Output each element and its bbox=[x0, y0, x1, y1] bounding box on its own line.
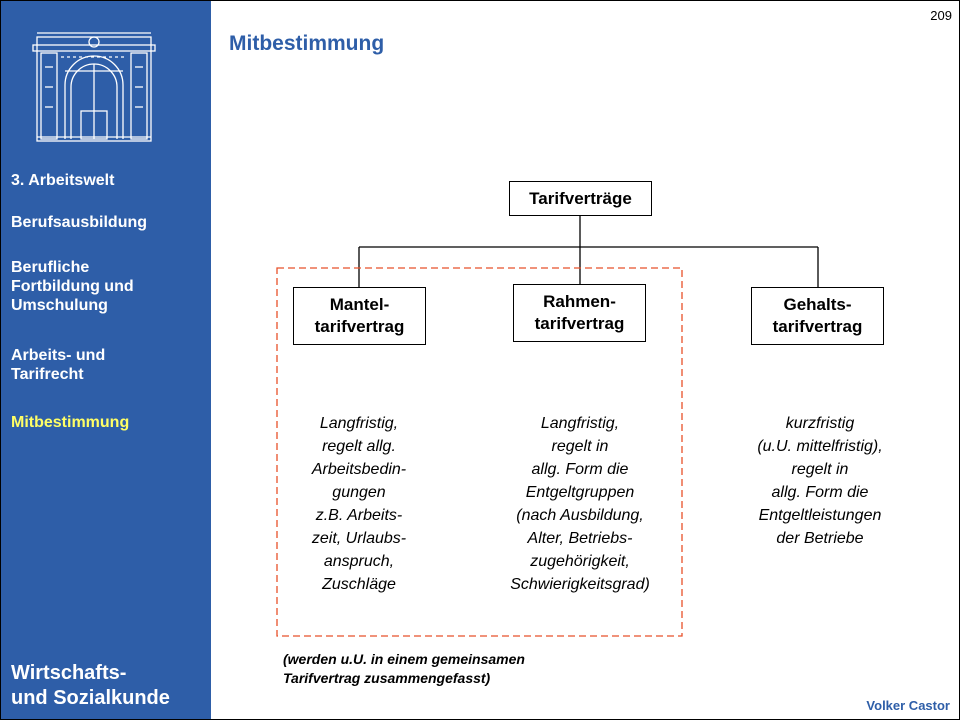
sidebar-item-berufsausbildung[interactable]: Berufsausbildung bbox=[11, 214, 148, 231]
box-tarifvertraege: Tarifverträge bbox=[509, 181, 652, 216]
sidebar-item-mitbestimmung[interactable]: Mitbestimmung bbox=[11, 414, 130, 431]
page-number: 209 bbox=[930, 8, 952, 23]
sidebar-item-arbeitswelt[interactable]: 3. Arbeitswelt bbox=[11, 172, 115, 189]
grouping-dashed-border bbox=[276, 267, 683, 637]
description-rahmen: Langfristig, regelt in allg. Form die En… bbox=[510, 415, 650, 593]
grouping-note: (werden u.U. in einem gemeinsamen Tarifv… bbox=[283, 651, 525, 686]
author: Volker Castor bbox=[866, 698, 950, 713]
description-gehalt: kurzfristig (u.U. mittelfristig), regelt… bbox=[757, 415, 883, 547]
page-title: Mitbestimmung bbox=[229, 32, 385, 55]
box-gehaltstarifvertrag: Gehalts- tarifvertrag bbox=[751, 287, 884, 345]
sidebar: 3. Arbeitswelt Berufsausbildung Beruflic… bbox=[1, 1, 211, 719]
box-manteltarifvertrag: Mantel- tarifvertrag bbox=[293, 287, 426, 345]
description-mantel: Langfristig, regelt allg. Arbeitsbedin- … bbox=[311, 415, 407, 593]
box-rahmentarifvertrag: Rahmen- tarifvertrag bbox=[513, 284, 646, 342]
building-facade-logo-icon bbox=[32, 32, 156, 142]
sidebar-item-fortbildung[interactable]: Berufliche Fortbildung und Umschulung bbox=[11, 259, 134, 314]
sidebar-item-tarifrecht[interactable]: Arbeits- und Tarifrecht bbox=[11, 347, 106, 383]
course-brand: Wirtschafts- und Sozialkunde bbox=[11, 662, 170, 709]
